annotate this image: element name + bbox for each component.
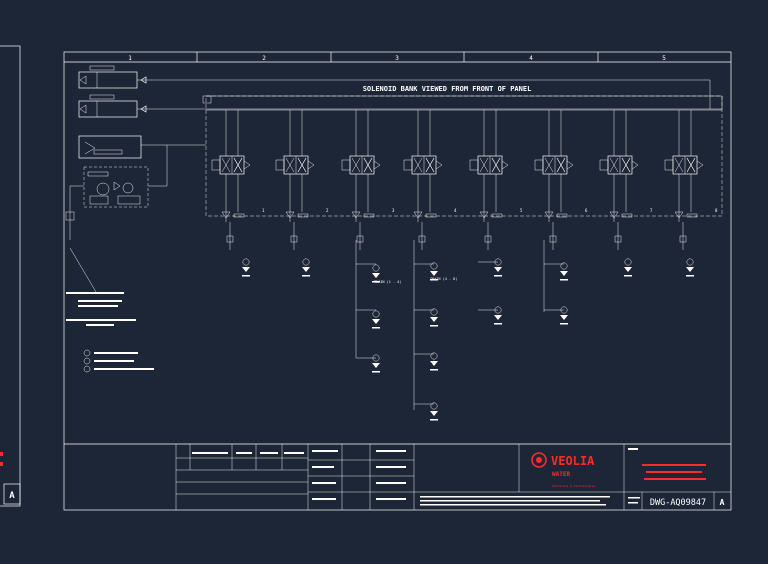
- valve-number: 6: [585, 208, 588, 213]
- solenoid-valve[interactable]: 7: [599, 110, 653, 250]
- company-division: WATER: [552, 471, 570, 478]
- filter-regulator-a[interactable]: [78, 65, 138, 89]
- actuator-symbol[interactable]: [560, 262, 568, 281]
- valve-number: 5: [520, 208, 523, 213]
- zone-labels: 1 2 3 4 5: [128, 55, 666, 62]
- actuator-symbol[interactable]: [430, 352, 438, 371]
- valve-number: 2: [326, 208, 329, 213]
- solenoid-valve[interactable]: 1: [211, 110, 265, 250]
- solenoid-valves: 1 2 3 4 5 6 7 8: [211, 110, 718, 250]
- solenoid-valve[interactable]: 5: [469, 110, 523, 250]
- company-logo: VEOLIA WATER Solutions & Technologies: [531, 452, 596, 488]
- drawing-title: SOLENOID BANK VIEWED FROM FRONT OF PANEL: [363, 85, 532, 93]
- left-sheet-revision: A: [9, 491, 15, 501]
- actuator-symbol[interactable]: [372, 310, 380, 329]
- sheet-frame: [63, 51, 732, 511]
- actuator-symbol[interactable]: [624, 258, 632, 277]
- drawing-description-block: [642, 464, 706, 480]
- branch-label: TRAIN (1 - 4): [374, 280, 401, 284]
- actuator-symbol[interactable]: [372, 354, 380, 373]
- branch-label: TRAIN (4 - 8): [430, 277, 457, 281]
- actuator-symbol[interactable]: [686, 258, 694, 277]
- revision-letter: A: [720, 498, 725, 507]
- filter-regulator-b[interactable]: [78, 94, 138, 118]
- actuator-symbol[interactable]: [430, 308, 438, 327]
- actuator-symbol[interactable]: [372, 264, 380, 283]
- title-block: [64, 443, 731, 510]
- solenoid-valve[interactable]: 3: [341, 110, 395, 250]
- zone-label: 3: [395, 55, 399, 62]
- solenoid-valve[interactable]: 2: [275, 110, 329, 250]
- solenoid-bank[interactable]: [202, 95, 723, 217]
- solenoid-valve[interactable]: 4: [403, 110, 457, 250]
- actuator-symbol[interactable]: [302, 258, 310, 277]
- actuator-symbol[interactable]: [430, 262, 438, 281]
- zone-label: 2: [262, 55, 266, 62]
- air-supply-lines: [65, 76, 723, 240]
- solenoid-valve[interactable]: 8: [664, 110, 718, 250]
- left-adjacent-sheet: A: [0, 45, 21, 507]
- valve-number: 8: [715, 208, 718, 213]
- veolia-logo-icon: [531, 452, 547, 468]
- drawing-number: DWG-AQ09847: [650, 498, 706, 508]
- zone-label: 5: [662, 55, 666, 62]
- zone-label: 4: [529, 55, 533, 62]
- valve-number: 7: [650, 208, 653, 213]
- lubricator-unit[interactable]: [83, 166, 149, 208]
- actuator-symbols: [242, 258, 694, 421]
- train-branches: [355, 240, 564, 410]
- company-name: VEOLIA: [551, 454, 595, 468]
- actuator-symbol[interactable]: [430, 402, 438, 421]
- solenoid-valve[interactable]: 6: [534, 110, 588, 250]
- valve-number: 4: [454, 208, 457, 213]
- actuator-symbol[interactable]: [242, 258, 250, 277]
- valve-number: 1: [262, 208, 265, 213]
- zone-label: 1: [128, 55, 132, 62]
- valve-number: 3: [392, 208, 395, 213]
- pressure-switch[interactable]: [78, 135, 142, 159]
- actuator-symbol[interactable]: [560, 306, 568, 325]
- left-notes: [66, 247, 154, 373]
- company-tagline: Solutions & Technologies: [552, 484, 596, 488]
- actuator-symbol[interactable]: [494, 258, 502, 277]
- actuator-symbol[interactable]: [494, 306, 502, 325]
